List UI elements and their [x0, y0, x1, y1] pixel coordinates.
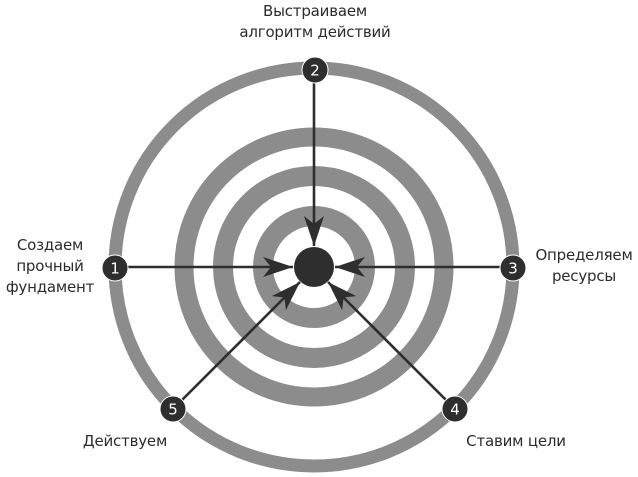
step-number-4: 4	[450, 401, 460, 419]
step-label-2: Выстраиваем алгоритм действий	[239, 2, 391, 41]
step-number-1: 1	[110, 260, 120, 278]
arrow-5-to-center	[172, 281, 301, 410]
arrows	[115, 70, 513, 410]
step-label-3: Определяем ресурсы	[535, 246, 633, 285]
center-target-dot	[294, 247, 334, 287]
step-number-2: 2	[310, 62, 320, 80]
step-label-5: Действуем	[82, 432, 168, 450]
step-label-1: Создаем прочный фундамент	[5, 236, 95, 296]
step-number-3: 3	[508, 260, 518, 278]
step-number-5: 5	[168, 401, 178, 419]
step-badge-2: 2	[301, 56, 329, 84]
step-badge-1: 1	[101, 254, 129, 282]
arrow-4-to-center	[327, 281, 456, 410]
step-badge-5: 5	[159, 395, 187, 423]
step-label-4: Ставим цели	[466, 432, 566, 450]
step-badge-4: 4	[441, 395, 469, 423]
step-badge-3: 3	[499, 254, 527, 282]
